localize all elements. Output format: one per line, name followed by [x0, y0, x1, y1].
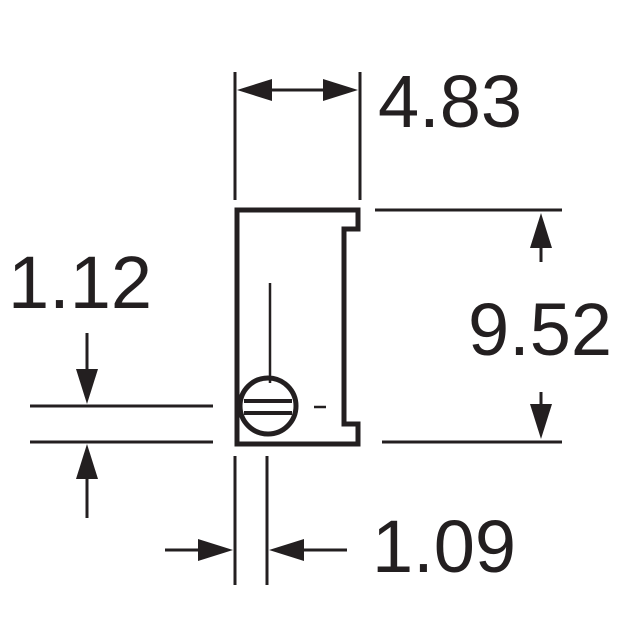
dimension-label-height: 9.52 [468, 288, 612, 371]
arrow-up-icon [76, 444, 98, 479]
arrow-up-icon [530, 213, 552, 248]
arrow-right-icon [198, 539, 233, 561]
arrow-right-icon [323, 79, 358, 101]
arrow-down-icon [76, 369, 98, 404]
body-outline [234, 207, 361, 447]
arrow-left-icon [237, 79, 272, 101]
dimension-pin-bottom: 1.09 [165, 456, 516, 588]
dimension-label-offset: 1.12 [8, 241, 152, 324]
adjustment-screw-icon [237, 375, 299, 437]
dimension-label-width: 4.83 [378, 60, 522, 143]
dimension-label-pin: 1.09 [372, 505, 516, 588]
arrow-left-icon [269, 539, 304, 561]
component-body [234, 207, 361, 447]
dimension-offset-left: 1.12 [8, 241, 213, 518]
arrow-down-icon [530, 404, 552, 439]
dimension-width-top: 4.83 [233, 60, 522, 200]
dimension-height-right: 9.52 [375, 208, 612, 444]
